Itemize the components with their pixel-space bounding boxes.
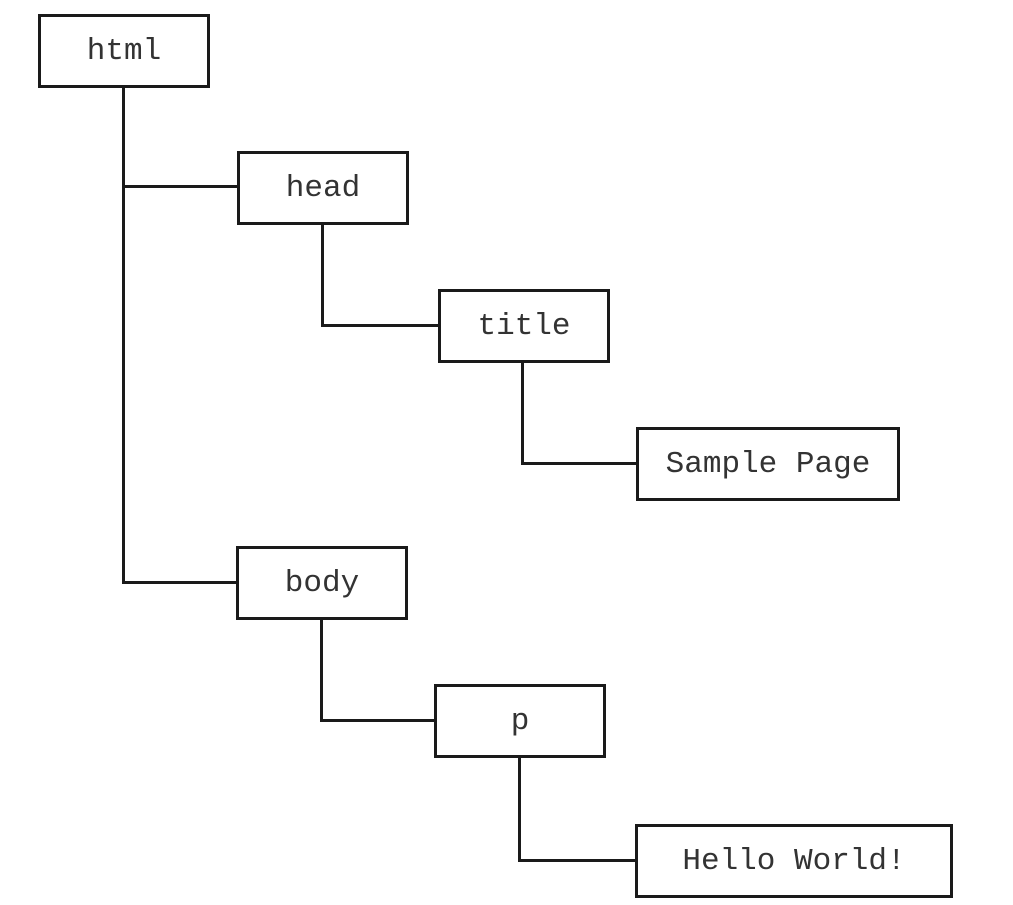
connector-head-title <box>321 324 440 327</box>
node-p-label: p <box>510 703 530 739</box>
connector-html-body <box>122 581 238 584</box>
node-body-label: body <box>284 565 360 601</box>
connector-html-head <box>122 185 239 188</box>
connector-title-text <box>521 462 638 465</box>
node-html-label: html <box>86 33 162 69</box>
node-title-label: title <box>477 308 571 344</box>
node-head: head <box>237 151 409 225</box>
node-body: body <box>236 546 408 620</box>
connector-head-trunk <box>321 222 324 327</box>
connector-p-text <box>518 859 637 862</box>
node-title-text: Sample Page <box>636 427 900 501</box>
node-title-text-label: Sample Page <box>665 446 871 482</box>
connector-body-p <box>320 719 437 722</box>
node-p-text-label: Hello World! <box>682 843 906 879</box>
connector-body-trunk <box>320 618 323 722</box>
connector-html-trunk <box>122 86 125 584</box>
node-head-label: head <box>285 170 361 206</box>
node-p: p <box>434 684 606 758</box>
connector-p-trunk <box>518 756 521 862</box>
node-title: title <box>438 289 610 363</box>
connector-title-trunk <box>521 360 524 465</box>
node-html: html <box>38 14 210 88</box>
node-p-text: Hello World! <box>635 824 953 898</box>
